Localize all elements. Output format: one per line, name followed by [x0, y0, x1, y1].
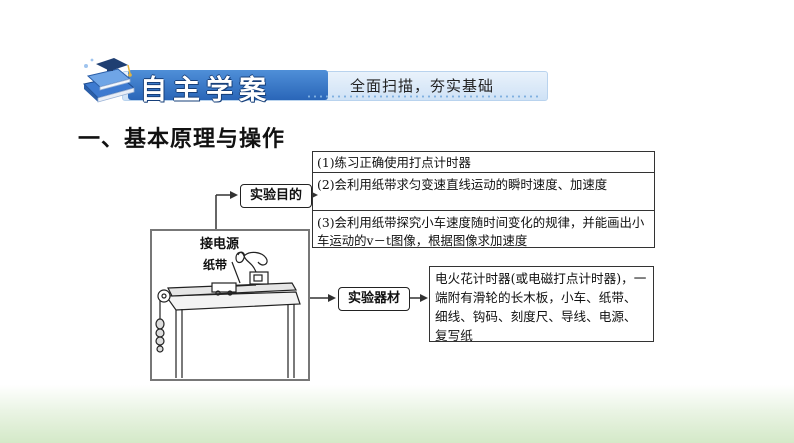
- purpose-box: (1)练习正确使用打点计时器 (2)会利用纸带求匀变速直线运动的瞬时速度、加速度…: [312, 151, 655, 248]
- purpose-item-1: (1)练习正确使用打点计时器: [317, 155, 471, 170]
- equipment-box: 电火花计时器(或电磁打点计时器)，一端附有滑轮的长木板，小车、纸带、细线、钩码、…: [429, 266, 654, 343]
- divider: [313, 172, 654, 173]
- bottom-decor-band: [0, 385, 794, 443]
- divider: [313, 210, 654, 211]
- banner-title-plate: [128, 70, 328, 100]
- purpose-item-3: (3)会利用纸带探究小车速度随时间变化的规律，并能画出小车运动的v－t图像，根据…: [317, 215, 645, 248]
- purpose-item-2: (2)会利用纸带求匀变速直线运动的瞬时速度、加速度: [317, 177, 608, 192]
- banner-subtitle: 全面扫描，夯实基础: [350, 77, 495, 95]
- banner-dotted-line: [306, 95, 541, 98]
- section-banner: 自主学案 全面扫描，夯实基础: [78, 58, 548, 106]
- banner-title: 自主学案: [140, 75, 272, 106]
- section-heading: 一、基本原理与操作: [78, 127, 286, 152]
- apparatus-label-tape: 纸带: [203, 258, 228, 272]
- apparatus-label-power: 接电源: [200, 237, 240, 252]
- equipment-tag: 实验器材: [338, 287, 410, 311]
- books-graduation-cap-icon: [83, 58, 136, 103]
- purpose-tag: 实验目的: [240, 184, 312, 208]
